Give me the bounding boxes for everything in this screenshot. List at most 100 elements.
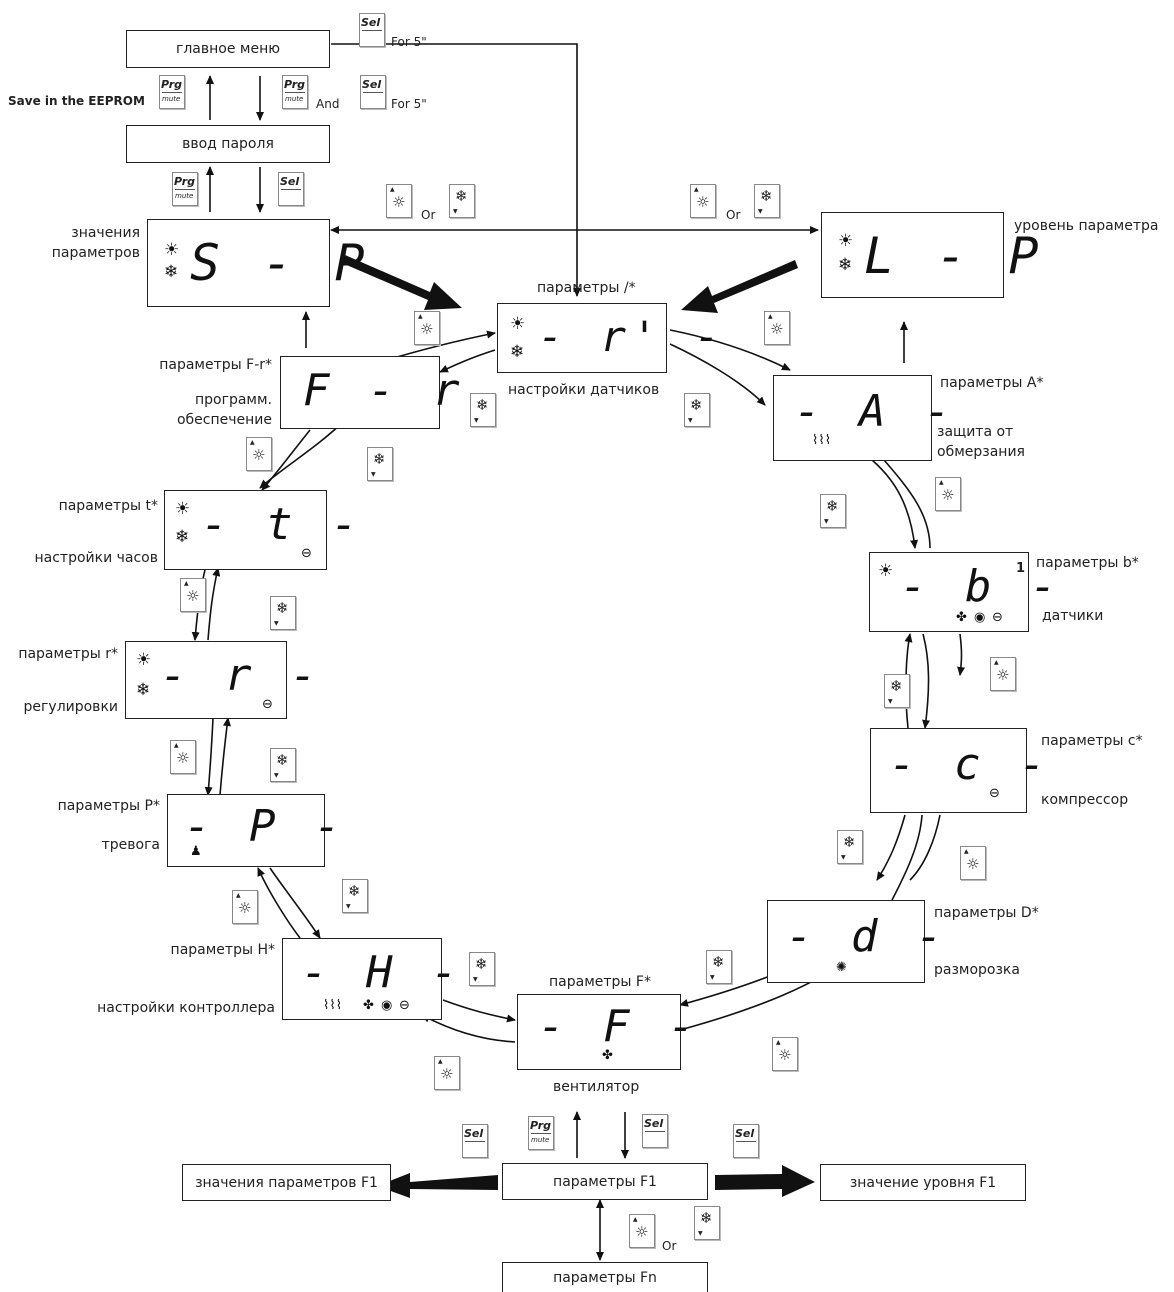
- up-key[interactable]: ▲☼: [935, 477, 961, 511]
- sel-key-pwd[interactable]: Sel: [278, 172, 304, 206]
- down-key[interactable]: ❄▼: [470, 393, 496, 427]
- main-menu-box: главное меню: [126, 30, 330, 68]
- fr-display-code: F - r: [303, 365, 466, 416]
- sel-key-top[interactable]: Sel: [359, 13, 385, 47]
- sun-icon: ☀: [136, 650, 152, 670]
- snowflake-icon: ❄: [475, 955, 488, 973]
- sun-icon: ☀: [164, 240, 180, 260]
- up-key[interactable]: ▲☼: [180, 578, 206, 612]
- snowflake-icon: ❄: [164, 262, 179, 282]
- bell-icon: ♟: [190, 844, 202, 859]
- c-title: параметры c*: [1041, 733, 1143, 749]
- and-label: And: [316, 97, 340, 111]
- r-label: регулировки: [23, 699, 118, 715]
- up-key[interactable]: ▲☼: [414, 311, 440, 345]
- up-key[interactable]: ▲☼: [170, 740, 196, 774]
- or-label-right: Or: [726, 208, 741, 222]
- sel-key-left[interactable]: Sel: [462, 1124, 488, 1158]
- lp-display-code: L - P: [864, 227, 1045, 285]
- a-label-line-2: обмерзания: [937, 444, 1025, 461]
- down-key[interactable]: ❄▼: [270, 748, 296, 782]
- snowflake-icon: ❄: [276, 751, 289, 769]
- sun-icon: ☼: [440, 1065, 454, 1083]
- f1-level-label: значение уровня F1: [849, 1174, 997, 1191]
- sel-key-mid[interactable]: Sel: [360, 75, 386, 109]
- fr-label: программ. обеспечение: [110, 390, 272, 431]
- sp-display: ☀ ❄ S - P: [147, 219, 365, 307]
- down-key[interactable]: ❄▼: [449, 184, 475, 218]
- sun-icon: ☀: [175, 499, 191, 519]
- up-key[interactable]: ▲☼: [434, 1056, 460, 1090]
- snowflake-icon: ❄: [843, 833, 856, 851]
- h-display-code: - H -: [301, 947, 464, 998]
- fan-icon: ✤: [956, 610, 967, 625]
- down-key[interactable]: ❄▼: [469, 952, 495, 986]
- down-key[interactable]: ❄▼: [270, 596, 296, 630]
- up-key[interactable]: ▲☼: [232, 890, 258, 924]
- snowflake-icon: ❄: [826, 497, 839, 515]
- p-display-code: - P -: [184, 801, 347, 852]
- down-key[interactable]: ❄▼: [837, 830, 863, 864]
- sun-icon: ☼: [770, 320, 784, 338]
- compressor-icon: ⊖: [301, 546, 312, 561]
- prg-key-label: Prg: [284, 78, 306, 91]
- f1-values-label: значения параметров F1: [195, 1174, 378, 1191]
- fr-display: F - r: [280, 356, 459, 429]
- t-label: настройки часов: [34, 550, 158, 566]
- probe-display-code: - r' -: [538, 312, 726, 361]
- snowflake-icon: ❄: [175, 527, 190, 547]
- up-key[interactable]: ▲☼: [960, 846, 986, 880]
- up-key[interactable]: ▲☼: [690, 184, 716, 218]
- down-key[interactable]: ❄▼: [820, 494, 846, 528]
- d-title: параметры D*: [934, 905, 1039, 921]
- sun-icon: ☀: [838, 231, 854, 251]
- up-key[interactable]: ▲☼: [629, 1214, 655, 1248]
- lp-label: уровень параметра: [1014, 218, 1159, 234]
- down-key[interactable]: ❄▼: [706, 950, 732, 984]
- mute-key-label: mute: [175, 192, 194, 200]
- up-key[interactable]: ▲☼: [772, 1037, 798, 1071]
- down-key[interactable]: ❄▼: [694, 1206, 720, 1240]
- d-display-code: - d -: [786, 911, 949, 962]
- down-key[interactable]: ❄▼: [884, 674, 910, 708]
- sp-label-line-2: параметров: [51, 245, 140, 262]
- fan-icon: ✤: [602, 1048, 613, 1063]
- sun-icon: ☼: [635, 1223, 649, 1241]
- down-key[interactable]: ❄▼: [684, 393, 710, 427]
- down-key[interactable]: ❄▼: [367, 447, 393, 481]
- f-title: параметры F*: [549, 974, 651, 990]
- sun-icon: ☼: [966, 855, 980, 873]
- heater-icon: ⌇⌇⌇: [812, 433, 832, 448]
- compressor-icon: ⊖: [992, 610, 1003, 625]
- probe-label: настройки датчиков: [508, 382, 660, 398]
- down-key[interactable]: ❄▼: [342, 879, 368, 913]
- probe-title: параметры /*: [537, 280, 636, 296]
- up-key[interactable]: ▲☼: [386, 184, 412, 218]
- sel-key-right[interactable]: Sel: [733, 1124, 759, 1158]
- c-label: компрессор: [1041, 792, 1129, 808]
- snowflake-icon: ❄: [712, 953, 725, 971]
- fr-label-line-2: обеспечение: [176, 412, 272, 429]
- fr-label-line-1: программ.: [195, 392, 272, 408]
- snowflake-icon: ❄: [373, 450, 386, 468]
- down-key[interactable]: ❄▼: [754, 184, 780, 218]
- sel-key-bottom[interactable]: Sel: [642, 1114, 668, 1148]
- up-key[interactable]: ▲☼: [990, 657, 1016, 691]
- a-label: защита от обмерзания: [937, 422, 1025, 463]
- snowflake-icon: ❄: [455, 187, 468, 205]
- snowflake-icon: ❄: [510, 342, 525, 362]
- sel-key-label: Sel: [464, 1127, 484, 1140]
- t-display-code: - t -: [201, 499, 364, 550]
- snowflake-icon: ❄: [760, 187, 773, 205]
- r-title: параметры r*: [18, 646, 118, 662]
- h-title: параметры H*: [170, 942, 275, 958]
- up-key[interactable]: ▲☼: [246, 437, 272, 471]
- sun-icon: ☼: [252, 446, 266, 464]
- up-key[interactable]: ▲☼: [764, 311, 790, 345]
- compressor-icon: ⊖: [262, 697, 273, 712]
